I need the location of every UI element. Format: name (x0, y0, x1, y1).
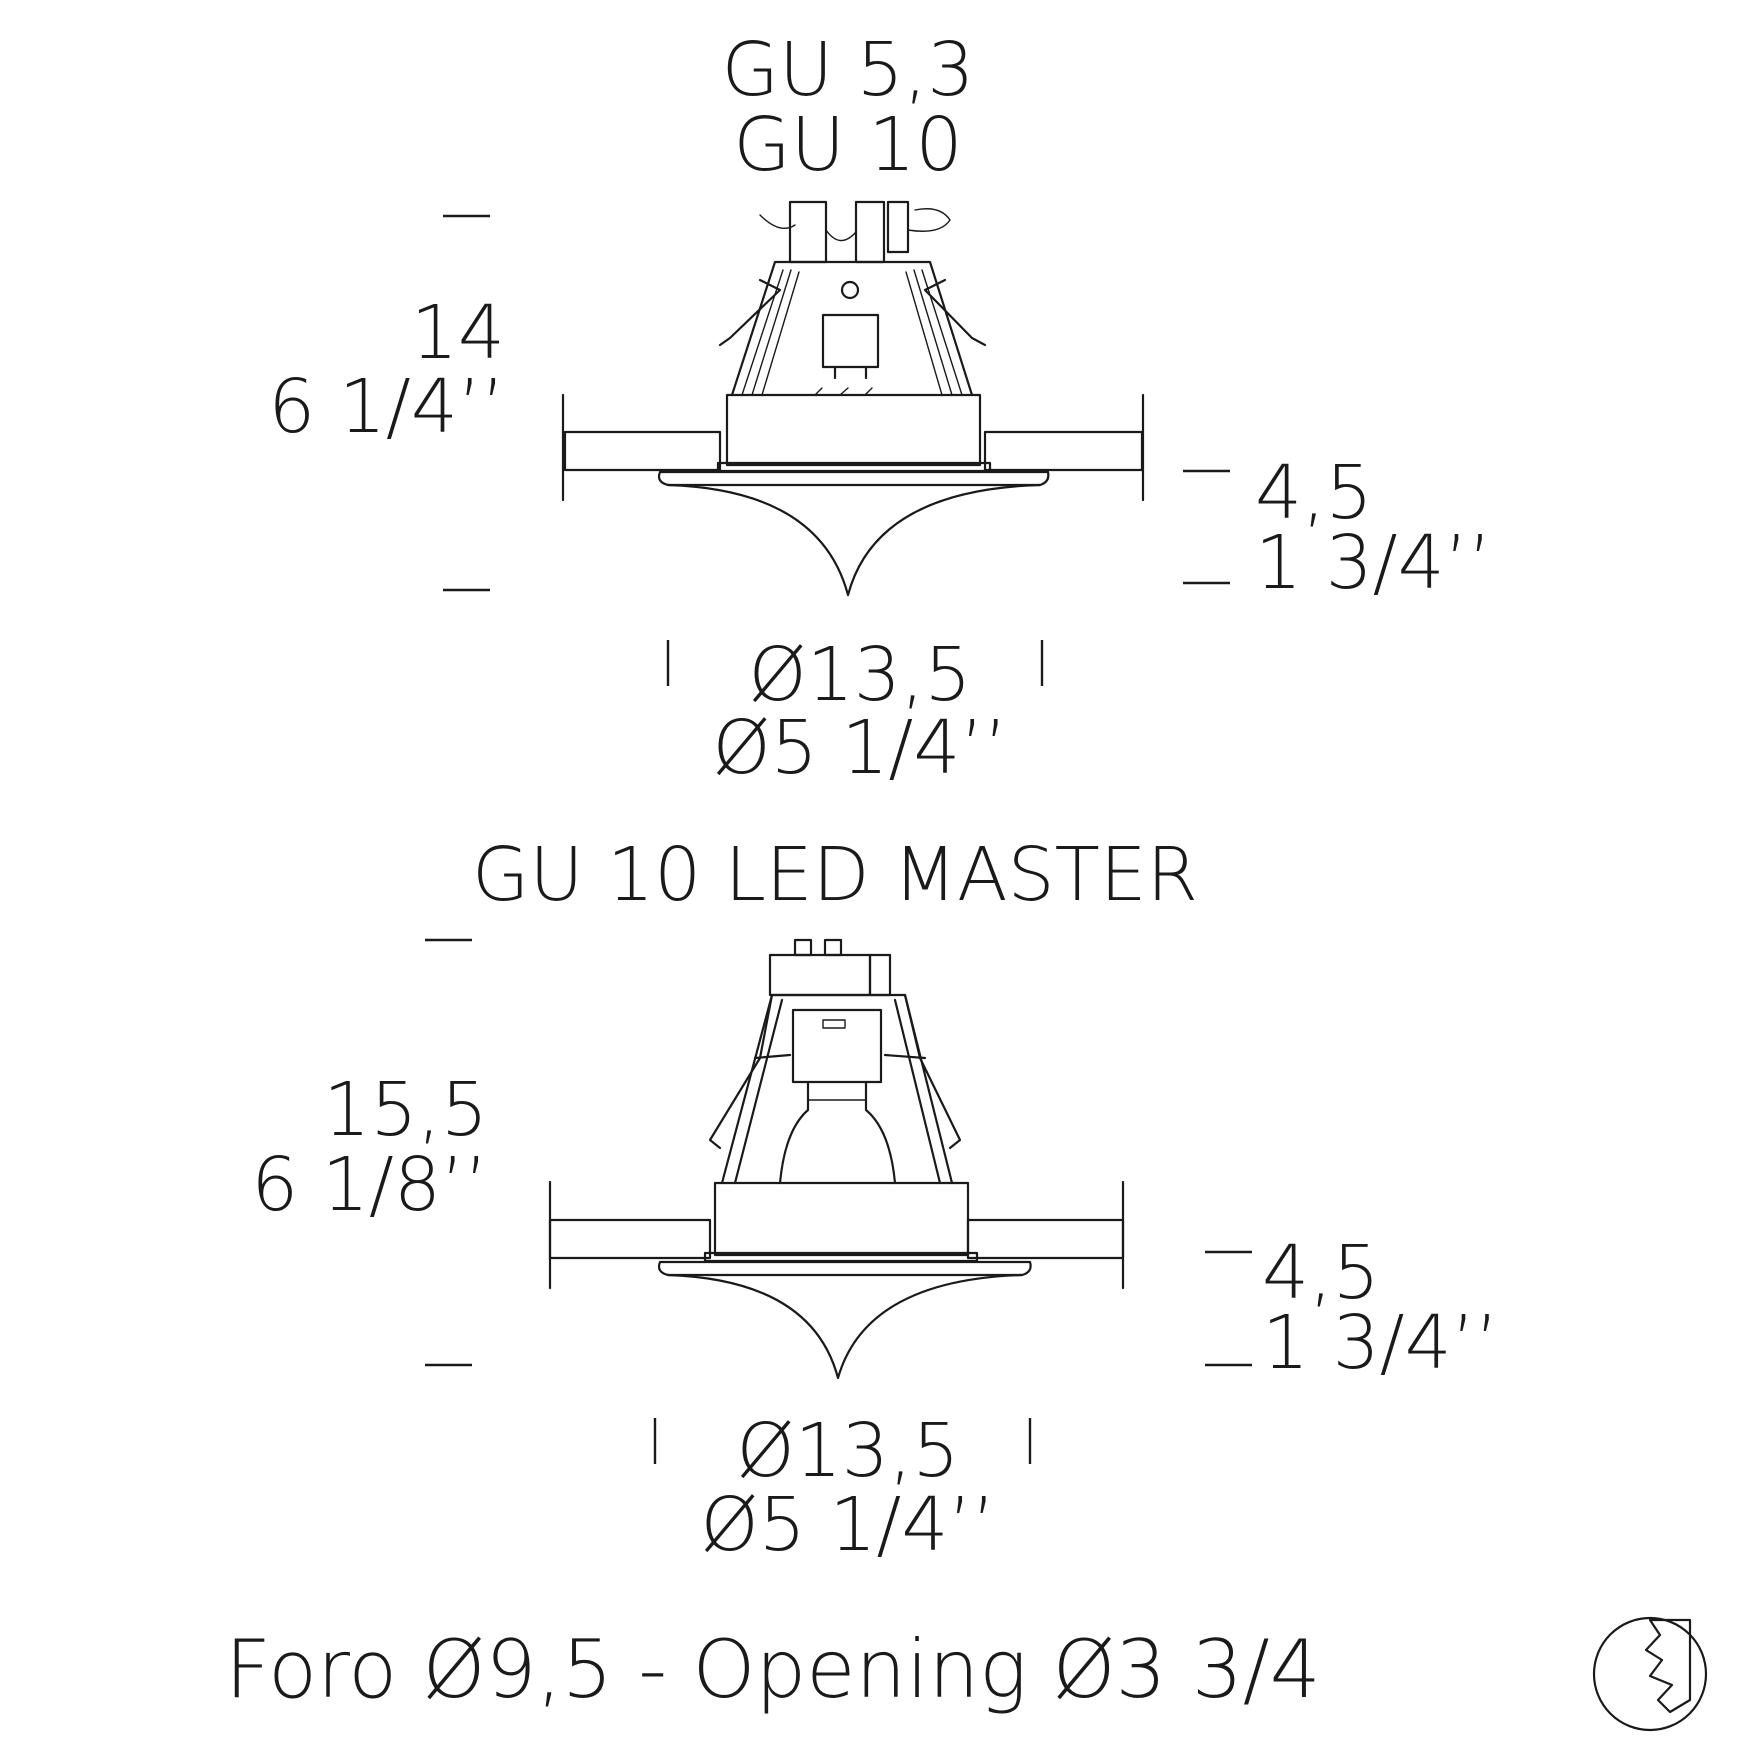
bottom-fixture-drawing (548, 938, 1125, 1380)
top-title-line2: GU 10 (733, 102, 962, 188)
bottom-height-cm: 15,5 (323, 1067, 488, 1153)
opening-label: Foro Ø9,5 - Opening Ø3 3/4 (225, 1623, 1321, 1716)
bottom-trim-ring (657, 1260, 1032, 1277)
bottom-section: GU 10 LED MASTER 15,5 6 1/8’’ 4,5 1 3/4’… (251, 832, 1499, 1568)
footer: Foro Ø9,5 - Opening Ø3 3/4 (225, 1616, 1708, 1732)
bottom-height-in: 6 1/8’’ (251, 1142, 488, 1228)
bottom-diameter-cm: Ø13,5 (736, 1408, 959, 1494)
bottom-cone (666, 1273, 1024, 1380)
broken-plaster-icon (1592, 1616, 1708, 1732)
bottom-title: GU 10 LED MASTER (472, 832, 1198, 918)
top-height-in: 6 1/4’’ (268, 364, 505, 450)
bottom-ceiling-left (548, 1218, 712, 1260)
top-diameter-in: Ø5 1/4’’ (713, 705, 1008, 791)
top-depth-in: 1 3/4’’ (1255, 520, 1492, 606)
top-diameter-cm: Ø13,5 (748, 632, 971, 718)
top-housing (725, 393, 982, 467)
top-height-cm: 14 (411, 290, 505, 376)
top-trim-ring (657, 470, 1050, 487)
top-depth-cm: 4,5 (1255, 450, 1373, 536)
bottom-depth-cm: 4,5 (1262, 1230, 1380, 1316)
bottom-lamp-bulb (778, 1080, 897, 1185)
bottom-ceiling-right (966, 1218, 1125, 1260)
top-ceiling-right (983, 430, 1144, 472)
top-title-line1: GU 5,3 (722, 27, 975, 113)
top-cone (666, 483, 1042, 597)
top-ceiling-left (563, 430, 722, 472)
top-fixture-drawing (561, 200, 1145, 597)
bottom-depth-in: 1 3/4’’ (1262, 1300, 1499, 1386)
bottom-diameter-in: Ø5 1/4’’ (701, 1482, 996, 1568)
bottom-housing (713, 1181, 970, 1257)
bottom-lamp-base (791, 1008, 883, 1084)
top-section: GU 5,3 GU 10 14 6 1/4’’ 4,5 1 3/4’’ Ø13,… (268, 27, 1492, 791)
